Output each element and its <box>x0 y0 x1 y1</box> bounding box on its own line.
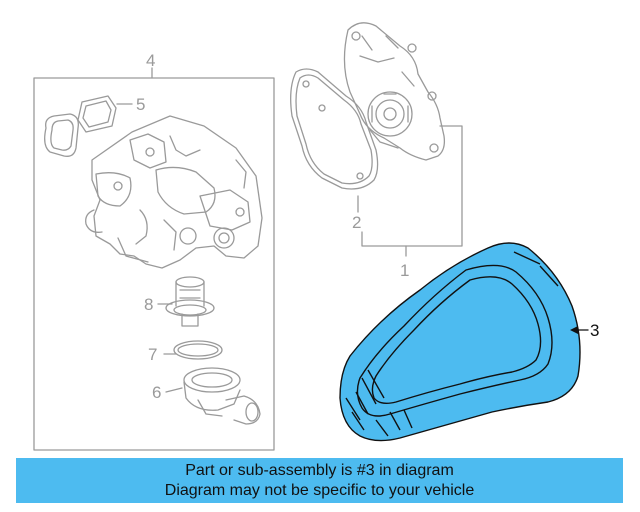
part-1-water-pump <box>343 22 463 257</box>
callout-number-8: 8 <box>144 295 153 314</box>
callout-number-7: 7 <box>148 345 157 364</box>
part-8-thermostat <box>157 276 215 327</box>
part-6-cover <box>165 367 261 425</box>
callout-number-4: 4 <box>146 51 155 70</box>
callout-number-6: 6 <box>152 383 161 402</box>
callout-number-5: 5 <box>136 95 145 114</box>
banner-line-2: Diagram may not be specific to your vehi… <box>164 482 475 499</box>
banner-line-1: Part or sub-assembly is #3 in diagram <box>185 462 454 479</box>
callout-arrow-3 <box>570 326 578 334</box>
part-info-banner: Part or sub-assembly is #3 in diagram Di… <box>16 458 623 503</box>
part-3-serpentine-belt <box>339 242 581 442</box>
part-4-housing <box>85 115 263 269</box>
assembly-box-4 <box>33 67 275 451</box>
part-5-gasket <box>44 95 133 157</box>
callout-number-2: 2 <box>352 213 361 232</box>
part-7-o-ring <box>163 340 223 360</box>
part-2-gasket <box>290 68 379 213</box>
callout-number-3: 3 <box>590 321 599 340</box>
callout-number-1: 1 <box>400 261 409 280</box>
